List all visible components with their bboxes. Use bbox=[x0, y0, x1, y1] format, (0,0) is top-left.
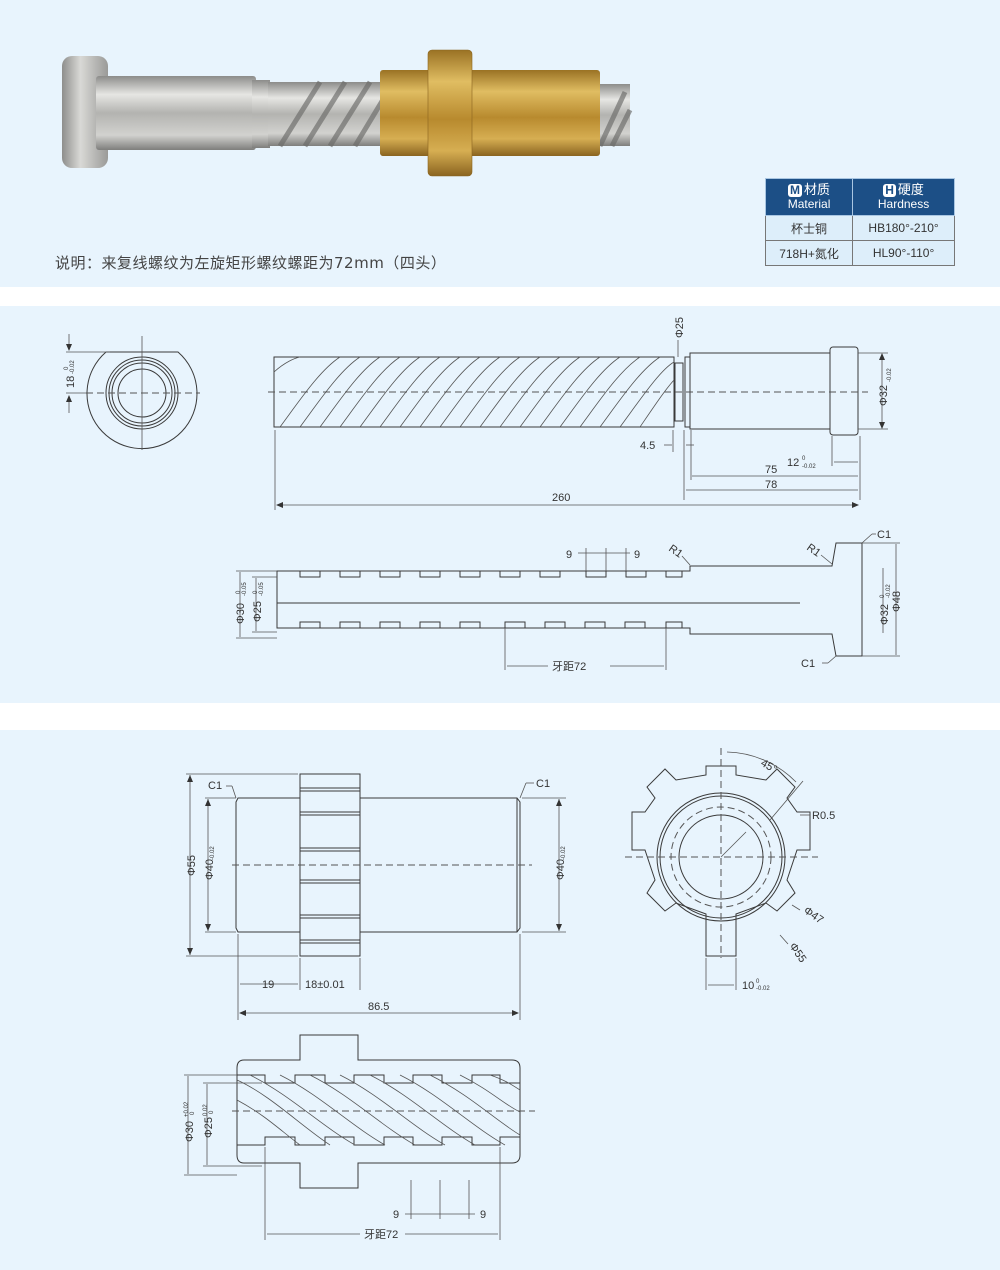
nut-section-view: Φ30 +0.02 0 Φ25 0.02 0 9 9 牙距72 bbox=[184, 1034, 535, 1241]
dim-c1-right: C1 bbox=[536, 778, 550, 790]
dim-260: 260 bbox=[552, 492, 570, 504]
shaft-drawing: 18 0 -0.02 bbox=[64, 317, 903, 673]
svg-text:0: 0 bbox=[236, 590, 242, 594]
dim-groove-9a-nut: 9 bbox=[393, 1209, 399, 1221]
dim-dia-47: Φ47 bbox=[801, 905, 825, 927]
svg-text:-0.02: -0.02 bbox=[886, 584, 892, 598]
material-cell: 杯士铜 bbox=[764, 215, 854, 241]
dim-dia-32: Φ32 bbox=[878, 385, 890, 406]
dim-pitch-72-nut: 牙距72 bbox=[364, 1228, 398, 1241]
dim-78: 78 bbox=[765, 479, 777, 491]
dim-angle-45: 45° bbox=[759, 757, 779, 776]
dim-18-tol: 18±0.01 bbox=[305, 979, 345, 991]
svg-text:0: 0 bbox=[802, 456, 806, 462]
svg-text:0: 0 bbox=[209, 1110, 215, 1114]
dim-18: 18 bbox=[65, 376, 77, 388]
svg-text:-0.02: -0.02 bbox=[210, 846, 216, 860]
dim-groove-9b: 9 bbox=[634, 549, 640, 561]
dim-groove-9b-nut: 9 bbox=[480, 1209, 486, 1221]
dim-dia-25: Φ25 bbox=[674, 317, 686, 338]
svg-text:0.02: 0.02 bbox=[203, 1104, 209, 1116]
shaft-drawing-panel: 18 0 -0.02 bbox=[0, 306, 1000, 703]
svg-text:0: 0 bbox=[756, 979, 760, 985]
svg-text:0: 0 bbox=[190, 1111, 196, 1115]
svg-text:0: 0 bbox=[64, 366, 70, 370]
svg-text:+0.02: +0.02 bbox=[184, 1101, 190, 1117]
dim-4-5: 4.5 bbox=[640, 440, 655, 452]
dim-dia-25-section: Φ25 bbox=[252, 601, 264, 622]
dim-dia-55-end: Φ55 bbox=[787, 941, 809, 965]
hardness-badge-icon: H bbox=[883, 183, 896, 197]
svg-text:-0.02: -0.02 bbox=[802, 464, 816, 470]
svg-text:0: 0 bbox=[880, 594, 886, 598]
dim-86-5: 86.5 bbox=[368, 1001, 389, 1013]
dim-19: 19 bbox=[262, 979, 274, 991]
shaft-side-view: Φ25 Φ32 -0.02 4.5 12 0 -0.02 75 bbox=[268, 317, 893, 510]
dim-dia-30: Φ30 bbox=[235, 603, 247, 624]
shaft-body bbox=[96, 76, 256, 150]
material-badge-icon: M bbox=[788, 183, 803, 197]
dim-75: 75 bbox=[765, 464, 777, 476]
table-row: 718H+氮化 HL90°-110° bbox=[764, 240, 955, 266]
nut-drawing: C1 C1 Φ55 Φ40 -0.02 Φ40 -0.02 bbox=[184, 748, 835, 1241]
table-row: 杯士铜 HB180°-210° bbox=[764, 215, 955, 241]
dim-groove-9a: 9 bbox=[566, 549, 572, 561]
shaft-section-view: Φ30 0 -0.05 Φ25 0 -0.05 9 9 R1 R1 C1 C1 bbox=[235, 529, 903, 673]
dim-c1-bottom: C1 bbox=[801, 658, 815, 670]
dim-c1-left: C1 bbox=[208, 780, 222, 792]
brass-nut-flange bbox=[427, 49, 473, 177]
dim-r1-b: R1 bbox=[804, 542, 822, 560]
dim-dia-30-nut: Φ30 bbox=[184, 1121, 196, 1142]
dim-dia-25-nut: Φ25 bbox=[203, 1117, 215, 1138]
dim-width-10: 10 bbox=[742, 980, 754, 992]
dim-dia-55-side: Φ55 bbox=[186, 855, 198, 876]
dim-r0-5: R0.5 bbox=[812, 810, 835, 822]
dim-12: 12 bbox=[787, 457, 799, 469]
svg-text:-0.05: -0.05 bbox=[242, 582, 248, 596]
dim-c1-top: C1 bbox=[877, 529, 891, 541]
dim-dia-32-section: Φ32 bbox=[879, 604, 891, 625]
nut-end-view: 45° R0.5 Φ47 Φ55 10 0 -0.02 bbox=[625, 748, 835, 992]
hardness-cell: HL90°-110° bbox=[852, 240, 955, 266]
svg-text:-0.05: -0.05 bbox=[259, 582, 265, 596]
svg-text:0: 0 bbox=[253, 590, 259, 594]
dim-r1-a: R1 bbox=[666, 543, 684, 561]
nut-side-view: C1 C1 Φ55 Φ40 -0.02 Φ40 -0.02 bbox=[186, 773, 567, 1020]
dim-pitch-72: 牙距72 bbox=[552, 660, 586, 673]
brass-nut bbox=[380, 70, 600, 156]
dim-dia-48: Φ48 bbox=[891, 591, 903, 612]
hardness-cell: HB180°-210° bbox=[852, 215, 955, 241]
svg-text:-0.02: -0.02 bbox=[561, 846, 567, 860]
product-photo bbox=[62, 49, 633, 177]
svg-text:-0.02: -0.02 bbox=[70, 360, 76, 374]
shaft-end-view: 18 0 -0.02 bbox=[64, 334, 200, 450]
svg-text:-0.02: -0.02 bbox=[887, 368, 893, 382]
dim-dia-40-right: Φ40 bbox=[555, 859, 567, 880]
nut-drawing-panel: C1 C1 Φ55 Φ40 -0.02 Φ40 -0.02 bbox=[0, 730, 1000, 1270]
material-cell: 718H+氮化 bbox=[764, 240, 854, 266]
description-note: 说明：来复线螺纹为左旋矩形螺纹螺距为72mm（四头） bbox=[55, 254, 447, 272]
dim-dia-40-left: Φ40 bbox=[204, 859, 216, 880]
svg-text:-0.02: -0.02 bbox=[756, 986, 770, 992]
